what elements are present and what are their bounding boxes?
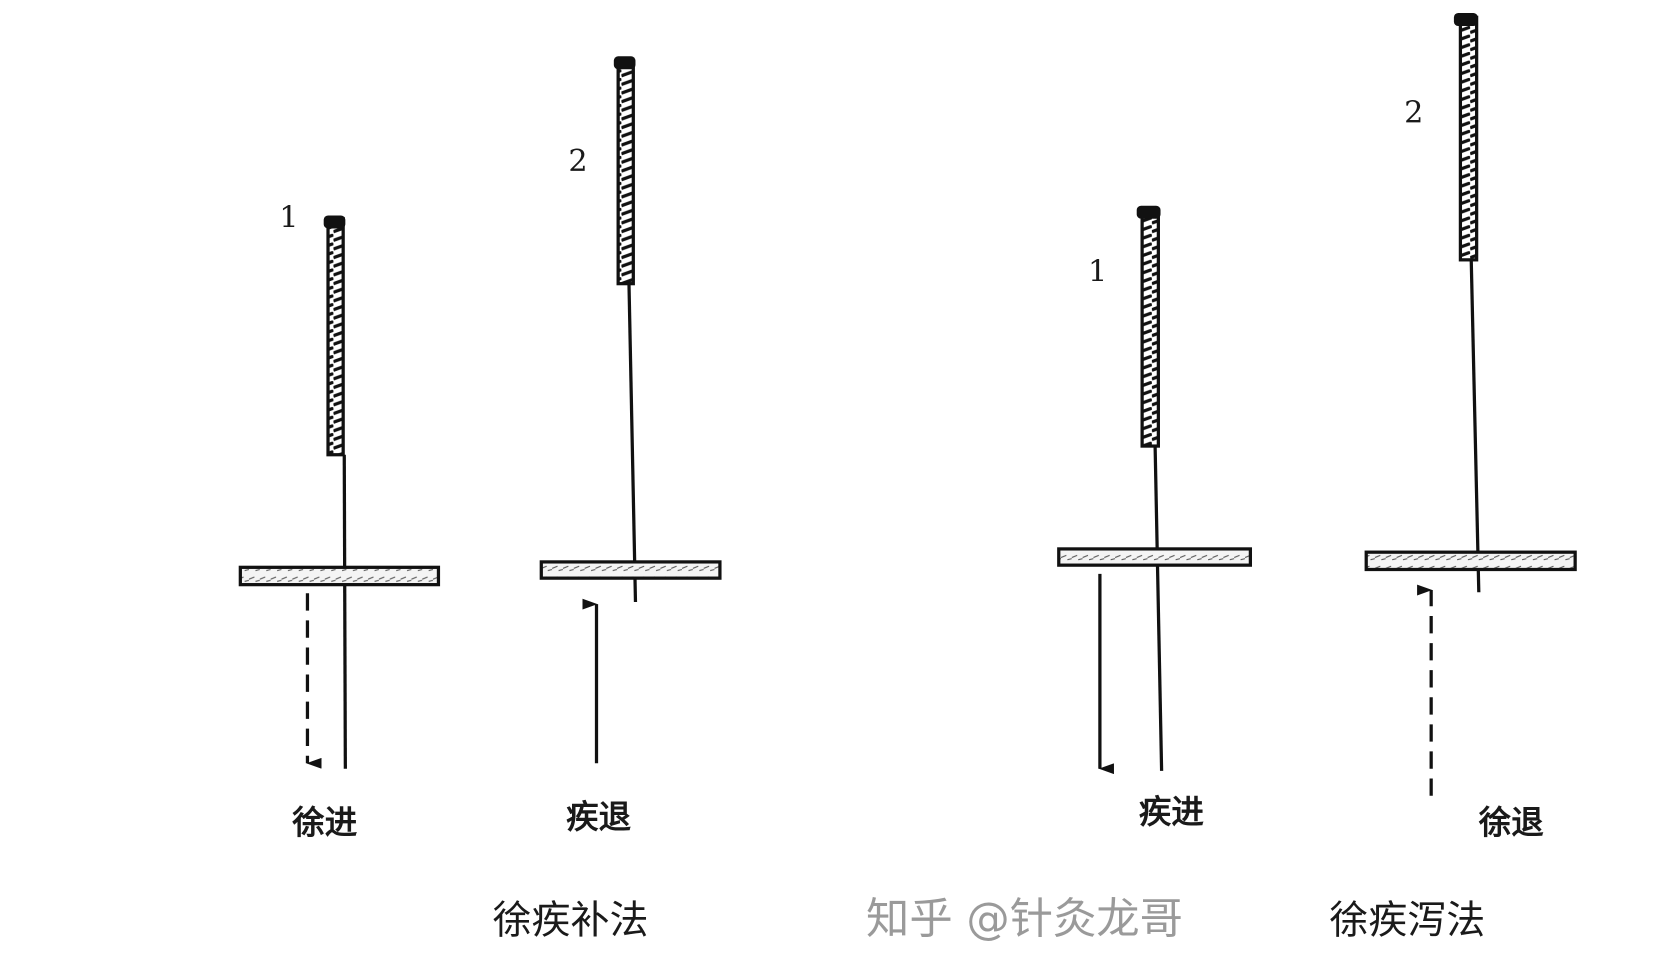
needle-shaft (1153, 446, 1164, 771)
left-needle-1 (323, 215, 347, 769)
left-skin-layer-1 (238, 565, 441, 587)
needle-handle (616, 59, 635, 286)
left-needle-1-number: 1 (279, 200, 298, 235)
left-needle-2-number: 2 (568, 144, 587, 179)
right-needle-1-number: 1 (1088, 254, 1107, 289)
left-skin-layer-2 (539, 560, 722, 580)
right-needle-1 (1136, 205, 1164, 771)
needle-tail (1453, 12, 1478, 26)
needle-tail (1136, 205, 1161, 219)
right-needle-2 (1453, 12, 1481, 593)
left-needle-2-action: 疾退 (566, 798, 631, 836)
needle-handle (1458, 15, 1479, 262)
right-needle-2-action: 徐退 (1478, 804, 1544, 842)
needle-tail (613, 56, 636, 70)
needle-handle (1140, 208, 1160, 448)
watermark: 知乎 @针灸龙哥 (866, 894, 1183, 944)
right-needle-1-action: 疾进 (1139, 793, 1204, 831)
right-skin-layer-2 (1364, 550, 1577, 572)
needle-tail (323, 215, 346, 229)
needle-shaft (1469, 259, 1481, 593)
needle-shaft (627, 283, 638, 603)
right-caption: 徐疾泻法 (1329, 898, 1485, 943)
left-caption: 徐疾补法 (493, 898, 649, 943)
needle-shaft (342, 454, 347, 769)
right-skin-layer-1 (1057, 547, 1253, 567)
left-needle-2 (613, 56, 638, 603)
right-needle-2-number: 2 (1404, 95, 1423, 130)
needle-handle (326, 217, 345, 457)
left-needle-1-action: 徐进 (291, 804, 357, 842)
